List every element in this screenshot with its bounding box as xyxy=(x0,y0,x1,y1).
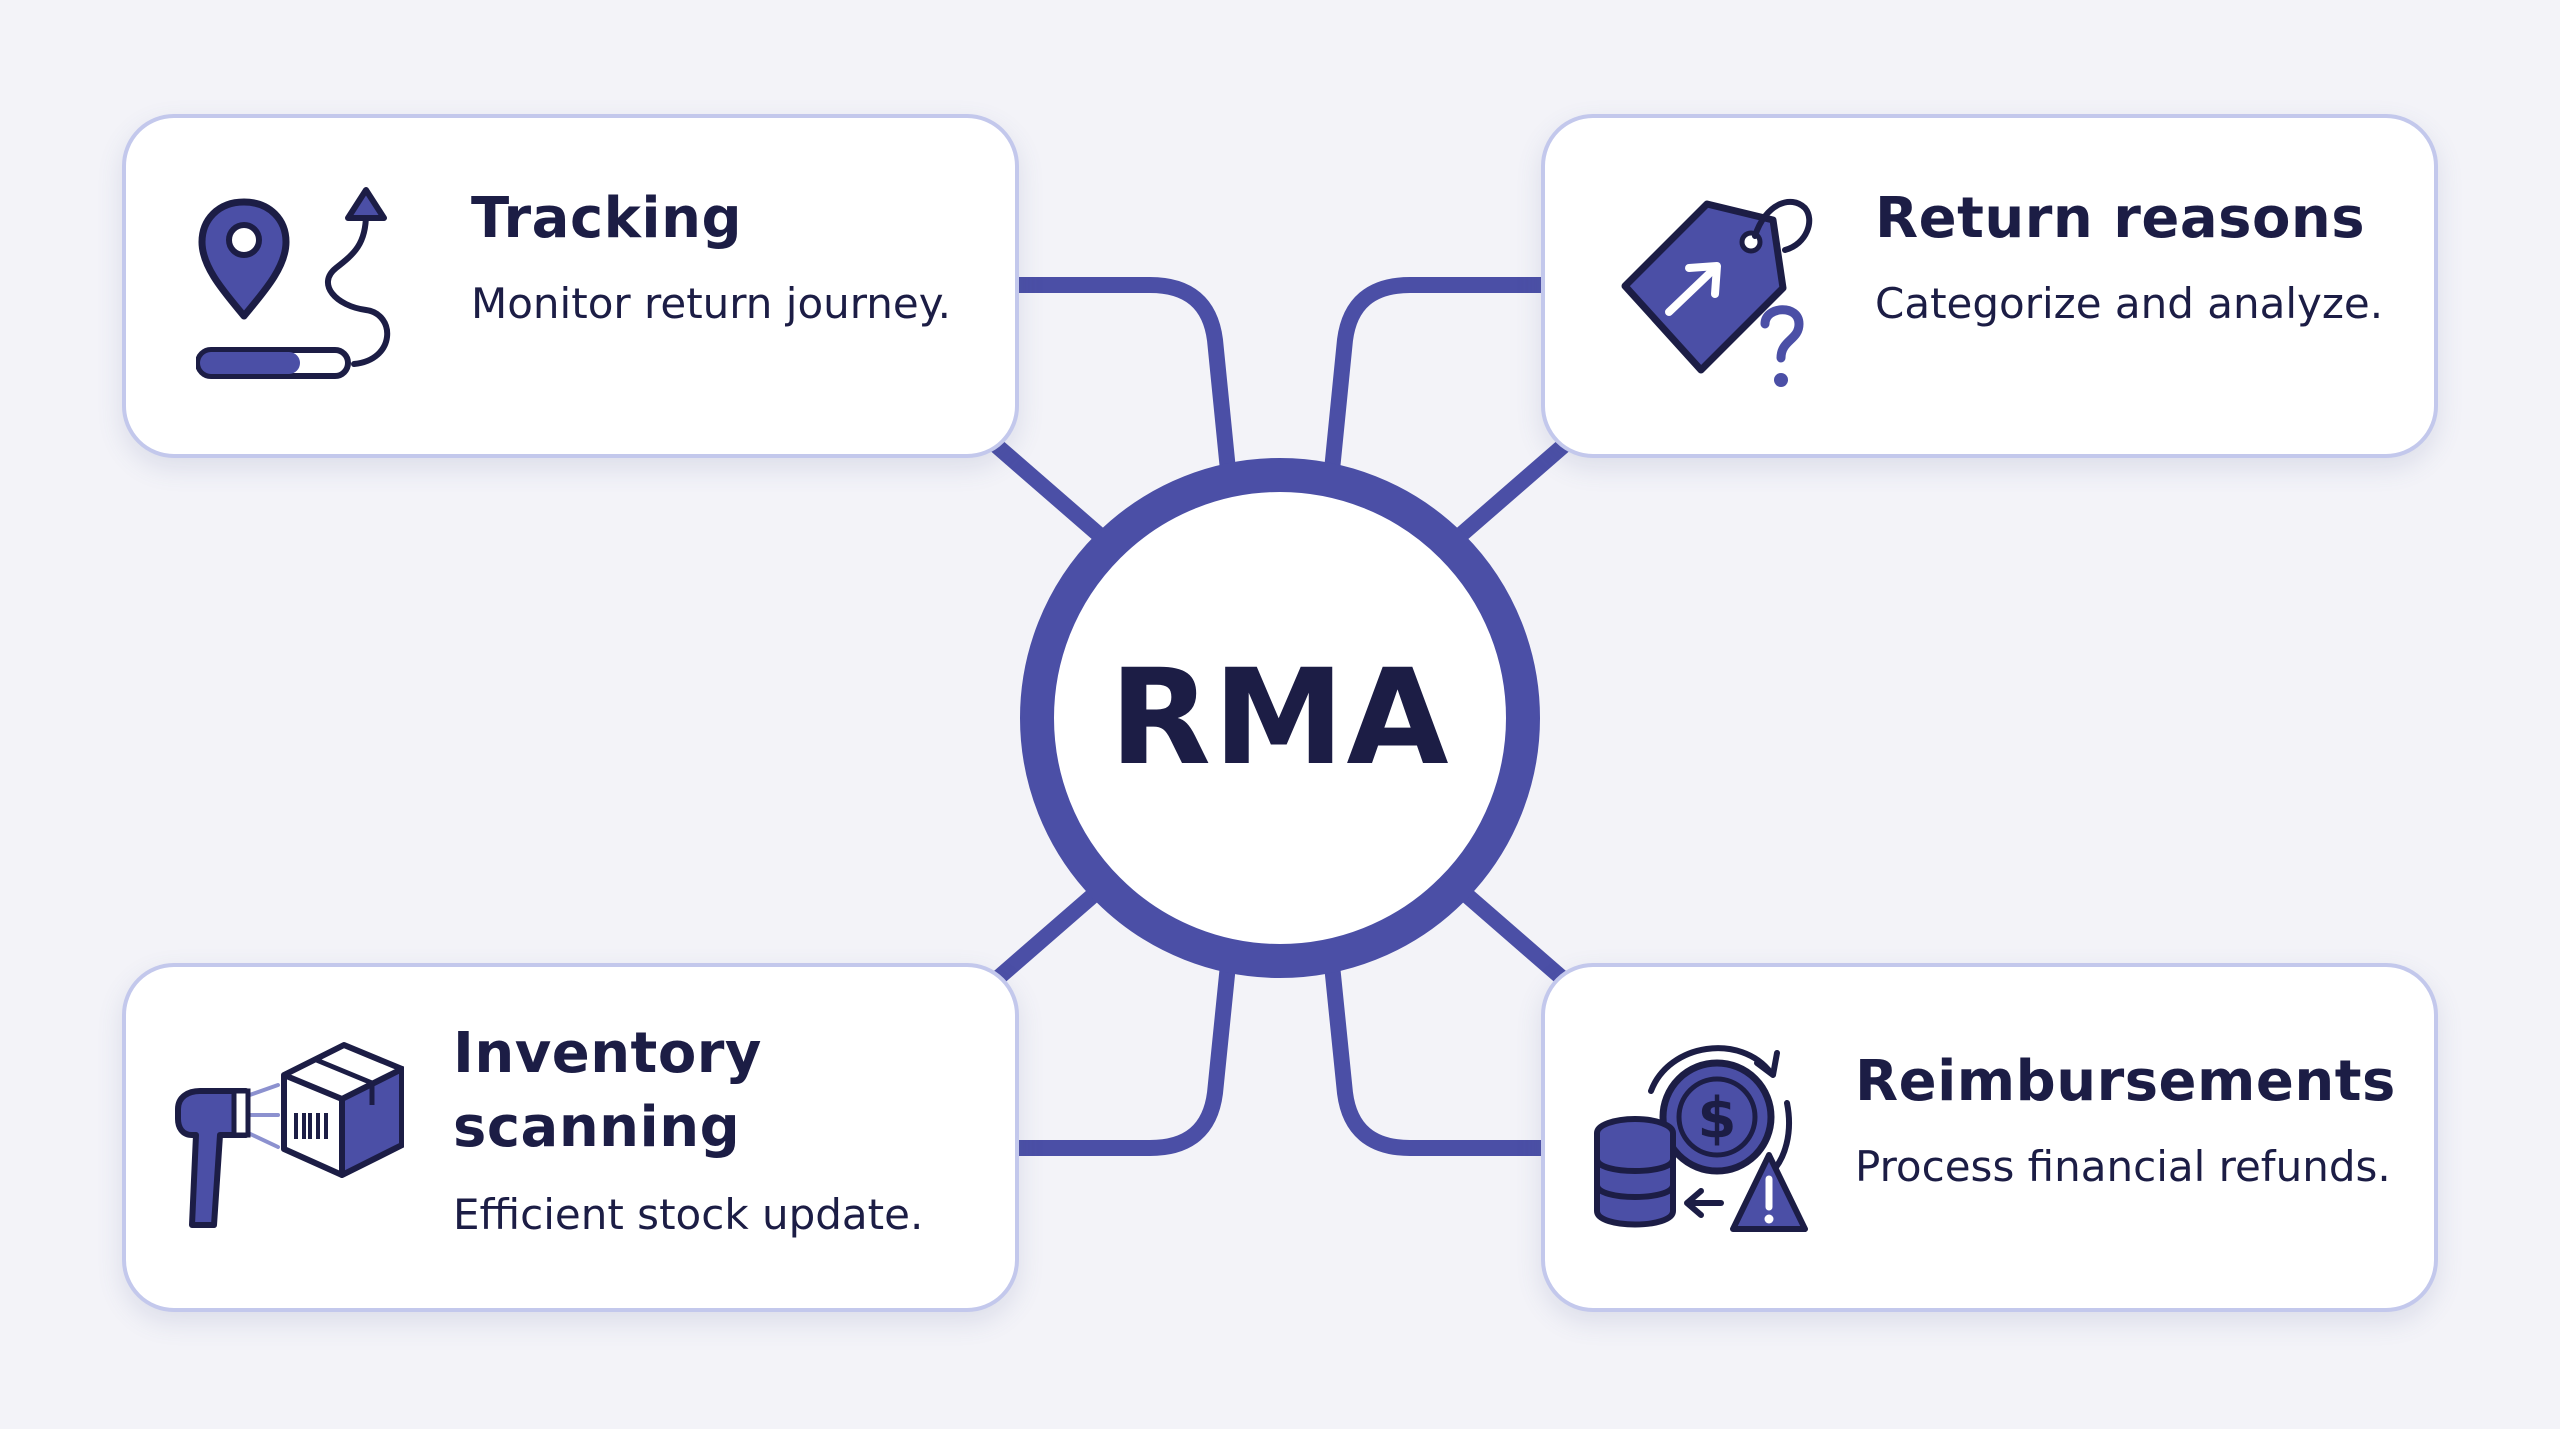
card-inventory-scanning: Inventory scanning Efficient stock updat… xyxy=(122,963,1019,1312)
card-description: Monitor return journey. xyxy=(471,279,951,328)
card-title: Reimbursements xyxy=(1855,1049,2396,1114)
price-tag-question-icon xyxy=(1621,198,1813,387)
connector-reimburse-diagonal xyxy=(1447,877,1578,993)
connector-returns-curve xyxy=(1324,277,1558,478)
card-tracking: Tracking Monitor return journey. xyxy=(122,114,1019,458)
svg-text:$: $ xyxy=(1698,1086,1737,1151)
connector-returns-diagonal xyxy=(1447,432,1578,548)
location-pin-route-icon xyxy=(196,187,391,379)
card-reimbursements: $ Reimbursements Process financial refun… xyxy=(1541,963,2438,1312)
card-title: Return reasons xyxy=(1875,186,2366,251)
card-title: Tracking xyxy=(471,186,743,251)
card-return-reasons: Return reasons Categorize and analyze. xyxy=(1541,114,2438,458)
rma-hub: RMA xyxy=(1020,458,1540,978)
card-description: Efficient stock update. xyxy=(453,1190,924,1239)
connector-inventory-curve xyxy=(1002,957,1236,1156)
connector-inventory-diagonal xyxy=(982,877,1113,993)
card-title: Inventory scanning xyxy=(453,1021,762,1160)
card-description: Process financial refunds. xyxy=(1855,1142,2391,1191)
coins-refund-warning-icon: $ xyxy=(1594,1045,1808,1232)
hub-label: RMA xyxy=(1109,641,1451,795)
connector-tracking-curve xyxy=(1002,277,1236,478)
barcode-scanner-box-icon xyxy=(175,1042,404,1228)
connector-reimburse-curve xyxy=(1324,957,1558,1156)
card-description: Categorize and analyze. xyxy=(1875,279,2384,328)
connector-tracking-diagonal xyxy=(982,432,1113,548)
